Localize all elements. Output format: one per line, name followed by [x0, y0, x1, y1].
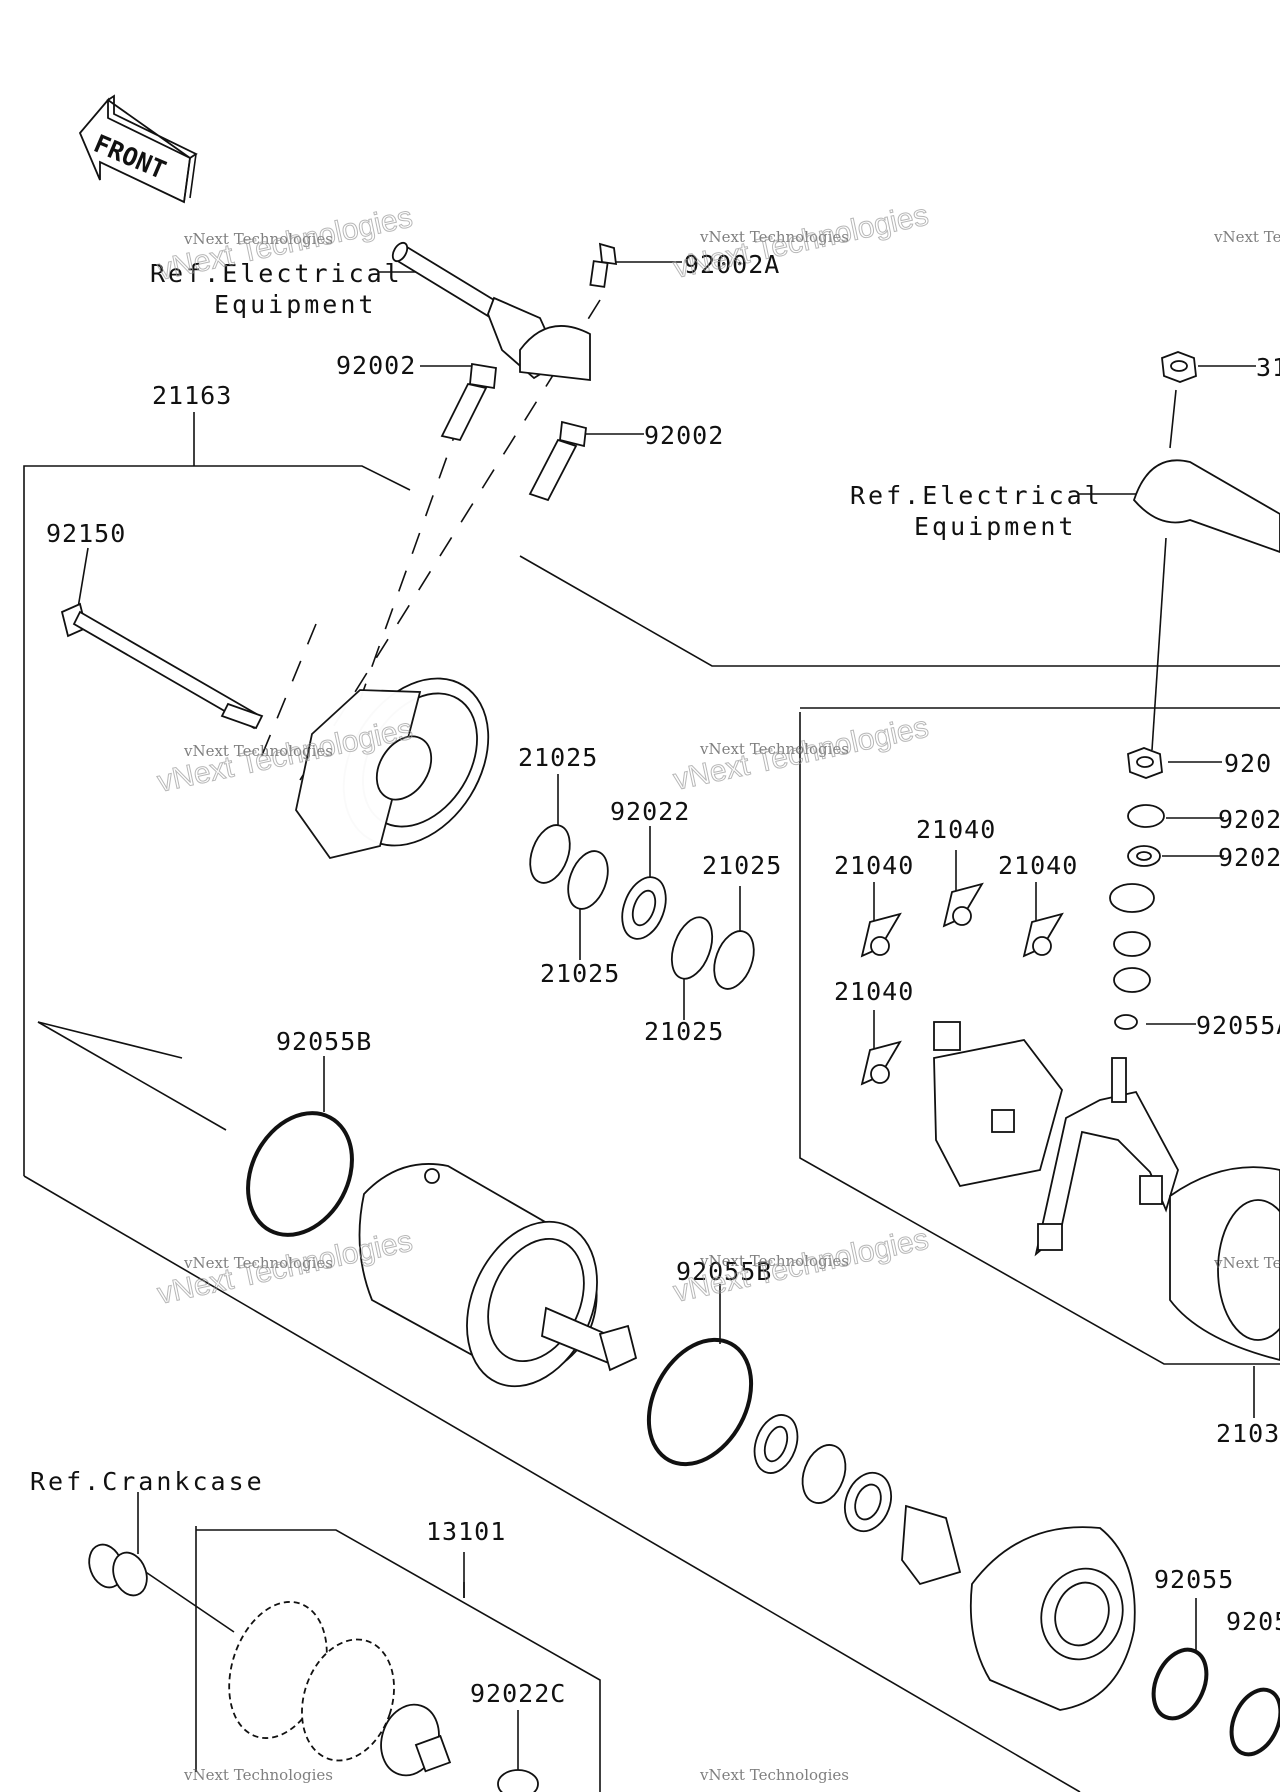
label-92055: 92055	[1154, 1565, 1234, 1594]
label-9205-partial: 9205	[1226, 1607, 1280, 1636]
end-cover	[969, 1526, 1136, 1711]
label-9202-a-partial: 9202	[1218, 805, 1280, 834]
long-bolt-92150	[60, 602, 264, 730]
label-21040-c: 21040	[998, 851, 1078, 880]
label-21040-d: 21040	[834, 977, 914, 1006]
o-ring-92055B-b	[646, 1337, 754, 1467]
label-21025-b: 21025	[540, 959, 620, 988]
svg-text:vNext Technologies: vNext Technologies	[1213, 1254, 1280, 1272]
terminal-bracket	[1034, 1057, 1179, 1257]
label-13101: 13101	[426, 1517, 506, 1546]
cable-terminal-right	[1132, 459, 1280, 553]
svg-text:vNext Technologies: vNext Technologies	[699, 1766, 849, 1784]
svg-text:vNext Technologies: vNext Technologies	[699, 1252, 849, 1270]
label-21025-d: 21025	[644, 1017, 724, 1046]
bolt-92002A	[589, 242, 618, 288]
label-31-partial: 31	[1256, 353, 1280, 382]
label-21040-a: 21040	[834, 851, 914, 880]
brush-clip-group	[860, 882, 1064, 1086]
svg-text:vNext Technologies: vNext Technologies	[699, 228, 849, 246]
label-920-partial: 920	[1224, 749, 1272, 778]
label-21163: 21163	[152, 381, 232, 410]
svg-text:vNext Technologies: vNext Technologies	[183, 1254, 333, 1272]
ref-crankcase: Ref.Crankcase	[30, 1467, 265, 1496]
svg-text:vNext Technologies: vNext Technologies	[1213, 228, 1280, 246]
bolt-92002-b	[528, 420, 587, 502]
label-2103-partial: 2103	[1216, 1419, 1280, 1448]
o-ring-92055	[1151, 1647, 1209, 1721]
svg-text:vNext Technologies: vNext Technologies	[699, 740, 849, 758]
assembly-bracket-lower	[23, 1175, 1081, 1792]
label-9202-b-partial: 9202	[1218, 843, 1280, 872]
label-92022C: 92022C	[470, 1679, 566, 1708]
bolt-92002-a	[440, 362, 497, 442]
label-21040-b: 21040	[916, 815, 996, 844]
label-92002A: 92002A	[684, 250, 780, 279]
front-cover-cap	[295, 677, 490, 860]
assembly-bracket-21163	[23, 465, 411, 1176]
brush-holder-plate	[933, 1021, 1063, 1188]
starter-motor-body	[358, 1163, 638, 1388]
label-92150: 92150	[46, 519, 126, 548]
front-arrow-icon: FRONT	[78, 94, 198, 204]
label-92022: 92022	[610, 797, 690, 826]
svg-text:vNext Technologies: vNext Technologies	[183, 742, 333, 760]
label-92055B-a: 92055B	[276, 1027, 372, 1056]
crankcase-bushing	[88, 1543, 148, 1597]
label-92002-b: 92002	[644, 421, 724, 450]
cable-terminal-left	[391, 241, 591, 382]
ref-electrical-left-line1: Ref.Electrical	[150, 259, 403, 288]
svg-text:vNext Technologies: vNext Technologies	[183, 1766, 333, 1784]
o-ring-92055B-a	[246, 1111, 354, 1237]
right-hardware-stack	[1109, 351, 1197, 1030]
label-92055B-b: 92055B	[676, 1257, 772, 1286]
svg-text:vNext Technologies: vNext Technologies	[183, 230, 333, 248]
ref-electrical-right-line2: Equipment	[914, 512, 1076, 541]
label-92002-a: 92002	[336, 351, 416, 380]
label-21025-a: 21025	[518, 743, 598, 772]
ref-electrical-left-line2: Equipment	[214, 290, 376, 319]
ref-electrical-right-line1: Ref.Electrical	[850, 481, 1103, 510]
starter-gear-13101	[228, 1601, 452, 1777]
label-92055A-partial: 92055A	[1196, 1011, 1280, 1040]
o-ring-9205-partial	[1229, 1687, 1280, 1757]
label-21025-c: 21025	[702, 851, 782, 880]
